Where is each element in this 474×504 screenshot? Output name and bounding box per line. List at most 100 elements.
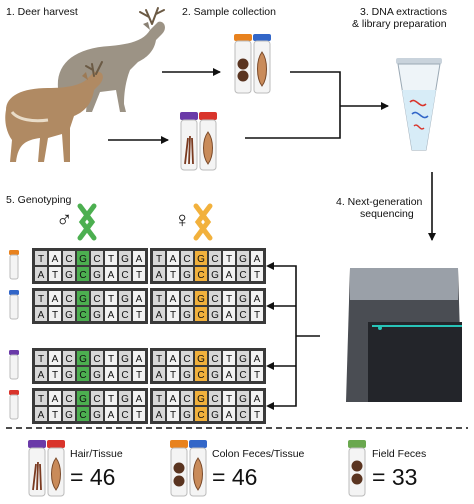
dna-base: G	[121, 394, 129, 405]
dna-base: T	[170, 410, 176, 421]
dna-base: G	[79, 354, 87, 365]
dna-base: G	[197, 254, 205, 265]
legend-label-field-feces: Field Feces	[372, 448, 427, 460]
dna-base: C	[121, 410, 128, 421]
dna-base: A	[170, 394, 177, 405]
dna-base: T	[136, 370, 142, 381]
dna-base: C	[197, 410, 204, 421]
dna-base: G	[183, 310, 191, 321]
dna-base: G	[79, 294, 87, 305]
step3-label-line2: & library preparation	[352, 18, 447, 30]
dna-base: C	[79, 370, 86, 381]
dna-base: C	[65, 254, 72, 265]
dna-base: T	[156, 354, 162, 365]
dna-base: T	[156, 254, 162, 265]
dna-base: G	[239, 254, 247, 265]
dna-base: A	[254, 254, 261, 265]
dna-base: T	[136, 270, 142, 281]
dna-base: C	[239, 310, 246, 321]
dna-base: T	[52, 410, 58, 421]
dna-base: T	[38, 394, 44, 405]
dna-base: G	[183, 410, 191, 421]
dna-base: G	[65, 370, 73, 381]
dna-base: T	[52, 370, 58, 381]
dna-base: A	[170, 254, 177, 265]
dna-base: C	[211, 394, 218, 405]
sequencer-icon	[346, 268, 462, 402]
legend-tubes-colon	[170, 440, 207, 497]
dna-base: T	[170, 310, 176, 321]
legend-count-hair-tissue: = 46	[70, 464, 116, 490]
dna-base: T	[226, 354, 232, 365]
dna-base: T	[254, 310, 260, 321]
dna-base: A	[254, 294, 261, 305]
dna-base: A	[38, 410, 45, 421]
dna-base: C	[211, 294, 218, 305]
dna-base: T	[254, 270, 260, 281]
genotype-arrowheads	[266, 262, 274, 410]
dna-base: T	[38, 354, 44, 365]
dna-base: C	[197, 310, 204, 321]
dna-base: C	[183, 394, 190, 405]
dna-base: C	[183, 354, 190, 365]
dna-base: C	[65, 294, 72, 305]
row-tube-icon	[9, 250, 19, 280]
dna-base: G	[79, 394, 87, 405]
row-tube-icon	[9, 390, 19, 420]
dna-base: A	[156, 410, 163, 421]
dna-base: G	[211, 270, 219, 281]
dna-base: A	[136, 354, 143, 365]
dna-base: C	[183, 254, 190, 265]
dna-base: A	[170, 354, 177, 365]
dna-base: G	[121, 254, 129, 265]
dna-base: G	[197, 294, 205, 305]
dna-base: C	[183, 294, 190, 305]
dna-base: A	[52, 394, 59, 405]
dna-base: G	[121, 294, 129, 305]
dna-base: G	[211, 370, 219, 381]
arrow-merge-to-extraction	[245, 71, 388, 139]
dna-base: T	[108, 394, 114, 405]
legend-label-hair-tissue: Hair/Tissue	[70, 448, 123, 460]
legend-count-field-feces: = 33	[372, 464, 418, 490]
row-tube-icon	[9, 290, 19, 320]
dna-base: C	[65, 354, 72, 365]
dna-base: T	[38, 294, 44, 305]
dna-base: C	[93, 294, 100, 305]
dna-base: A	[52, 294, 59, 305]
dna-base: A	[108, 270, 115, 281]
dna-base: T	[52, 270, 58, 281]
dna-base: G	[93, 310, 101, 321]
legend-tube-field-feces	[348, 440, 366, 497]
dna-base: G	[239, 394, 247, 405]
dna-base: T	[136, 410, 142, 421]
dna-base: T	[156, 394, 162, 405]
dna-base: A	[52, 254, 59, 265]
dna-base: C	[197, 370, 204, 381]
dna-base: A	[226, 270, 233, 281]
dna-base: C	[239, 270, 246, 281]
dna-base: C	[93, 394, 100, 405]
dna-base: G	[197, 354, 205, 365]
dna-base: A	[136, 294, 143, 305]
dna-base: A	[226, 410, 233, 421]
dna-base: G	[93, 370, 101, 381]
dna-base: T	[254, 410, 260, 421]
dna-base: T	[170, 370, 176, 381]
dna-base: A	[38, 370, 45, 381]
dna-base: C	[211, 354, 218, 365]
row-tube-icon	[9, 350, 19, 380]
dna-base: T	[136, 310, 142, 321]
dna-base: T	[108, 254, 114, 265]
dna-base: T	[170, 270, 176, 281]
legend-label-colon: Colon Feces/Tissue	[212, 448, 305, 460]
dna-base: C	[239, 410, 246, 421]
chromosome-icon-male	[77, 203, 97, 241]
